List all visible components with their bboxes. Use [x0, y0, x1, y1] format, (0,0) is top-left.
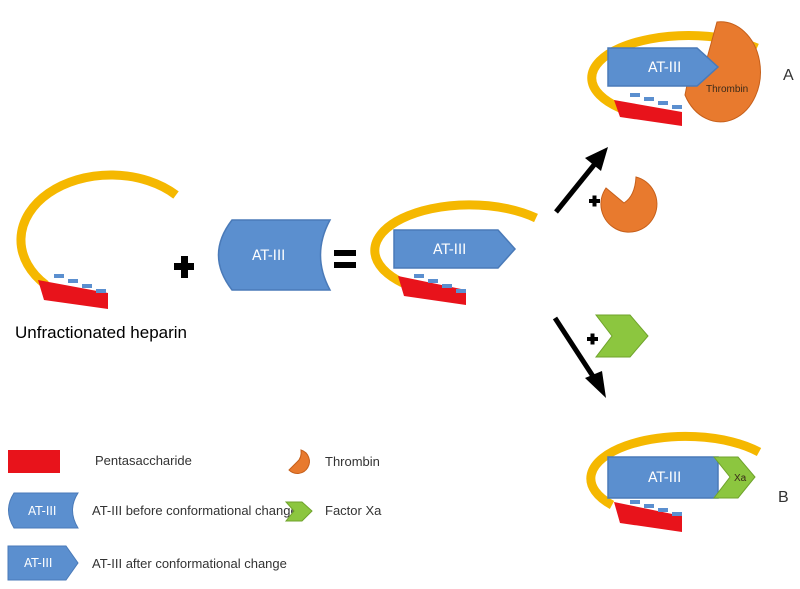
plus-sign	[174, 256, 194, 278]
pentasaccharide-segment	[614, 502, 682, 532]
legend-at3-before-label: AT-III before conformational change	[92, 503, 298, 518]
pathway-a-label: A	[783, 67, 794, 84]
result-a-complex: AT-III Thrombin	[587, 21, 761, 126]
thrombin-label: Thrombin	[706, 84, 748, 95]
arrow-to-thrombin-pathway	[554, 147, 658, 233]
thrombin-bound	[684, 21, 761, 123]
heparin-chain	[16, 170, 179, 289]
result-b-complex: AT-III Xa	[586, 431, 762, 532]
legend-at3-before-swatch	[8, 492, 79, 529]
equals-sign	[334, 250, 356, 268]
heparin-molecule-left	[16, 170, 179, 309]
heparin-chain	[586, 431, 762, 509]
factor-xa-label: Xa	[734, 473, 747, 484]
heparin-at3-complex: AT-III	[370, 200, 538, 305]
pathway-b-label: B	[778, 489, 789, 506]
legend-at3-after-swatch	[7, 545, 79, 581]
legend-factor-xa-label: Factor Xa	[325, 503, 382, 518]
binding-site-marks	[414, 274, 466, 293]
factor-xa-bound	[712, 456, 756, 499]
at3-label: AT-III	[648, 60, 681, 76]
pentasaccharide-segment	[398, 276, 466, 305]
at3-activated-shape	[607, 47, 720, 87]
pentasaccharide-segment	[38, 280, 108, 309]
legend-thrombin-icon	[288, 449, 310, 474]
arrow-to-factor-xa-pathway	[552, 314, 649, 398]
legend-pentasaccharide-swatch	[8, 450, 60, 473]
binding-site-marks	[630, 93, 682, 109]
at3-label: AT-III	[648, 470, 681, 486]
at3-label: AT-III	[433, 242, 466, 258]
legend-at3-label: AT-III	[28, 504, 56, 518]
at3-before-shape: AT-III	[217, 219, 332, 291]
at3-label: AT-III	[252, 248, 285, 264]
unfractionated-heparin-label: Unfractionated heparin	[15, 323, 187, 342]
legend-pentasaccharide-label: Pentasaccharide	[95, 453, 192, 468]
factor-xa-icon	[594, 314, 649, 358]
legend-at3-label: AT-III	[24, 556, 52, 570]
plus-small	[589, 195, 600, 207]
heparin-chain	[370, 200, 538, 288]
binding-site-marks	[54, 274, 106, 293]
legend-at3-after-label: AT-III after conformational change	[92, 556, 287, 571]
at3-activated-shape	[393, 229, 517, 269]
legend-factor-xa-icon	[284, 501, 313, 522]
plus-small	[587, 333, 598, 345]
thrombin-icon	[600, 176, 658, 233]
binding-site-marks	[630, 500, 682, 516]
legend-thrombin-label: Thrombin	[325, 454, 380, 469]
pentasaccharide-segment	[614, 100, 682, 126]
legend: Pentasaccharide AT-III AT-III before con…	[7, 449, 382, 581]
